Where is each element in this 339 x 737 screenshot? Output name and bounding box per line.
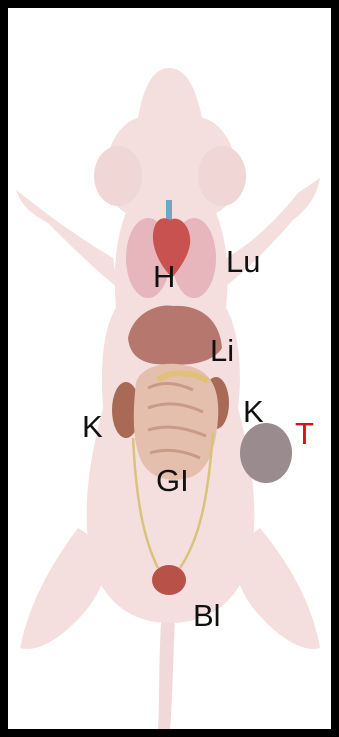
kidney-right-label: K bbox=[243, 396, 264, 427]
tumor-label: T bbox=[295, 418, 314, 449]
liver-label: Li bbox=[210, 335, 234, 366]
diagram-panel: H Lu Li K K T GI Bl bbox=[8, 8, 331, 729]
bladder-organ bbox=[152, 565, 186, 595]
tumor-mass bbox=[240, 423, 292, 483]
kidney-left-label: K bbox=[82, 411, 103, 442]
heart-label: H bbox=[153, 261, 175, 292]
left-ear bbox=[94, 146, 142, 206]
lung-label: Lu bbox=[226, 246, 260, 277]
mouse-anatomy-illustration bbox=[8, 8, 331, 729]
right-ear bbox=[198, 146, 246, 206]
left-front-leg bbox=[16, 190, 118, 288]
bladder-label: Bl bbox=[193, 600, 221, 631]
gi-label: GI bbox=[156, 465, 189, 496]
